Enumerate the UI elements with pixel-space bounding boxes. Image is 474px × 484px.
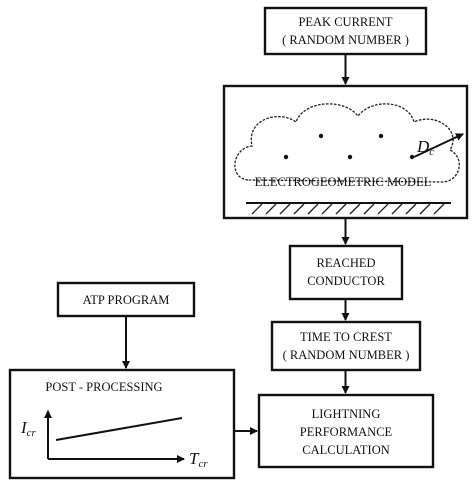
time-to-crest-label: TIME TO CREST: [300, 330, 392, 344]
ground-hatching: [251, 203, 445, 215]
x-axis-symbol: Tcr: [189, 449, 208, 470]
cloud-shape: [234, 103, 460, 183]
crest-current-trend-line: [55, 417, 183, 441]
atp-program-box: ATP PROGRAM: [56, 281, 196, 318]
peak-current-box: PEAK CURRENT ( RANDOM NUMBER ): [263, 6, 428, 56]
electrogeometric-model-label: ELECTROGEOMETRIC MODEL: [255, 175, 432, 189]
performance-label: PERFORMANCE: [300, 425, 393, 439]
charge-point: [409, 154, 415, 160]
lightning-performance-box: LIGHTNING PERFORMANCE CALCULATION: [257, 393, 435, 469]
calculation-label: CALCULATION: [302, 443, 390, 457]
electrogeometric-model-box: Dc ELECTROGEOMETRIC MODEL: [222, 84, 469, 220]
reached-label: REACHED: [316, 256, 375, 270]
y-axis-symbol: Icr: [20, 418, 37, 439]
conductor-label: CONDUCTOR: [307, 274, 385, 288]
striking-distance-symbol: Dc: [416, 137, 434, 158]
charge-point: [347, 154, 353, 160]
time-to-crest-random-number-label: ( RANDOM NUMBER ): [283, 348, 410, 362]
reached-conductor-box: REACHED CONDUCTOR: [288, 244, 404, 301]
post-processing-label: POST - PROCESSING: [45, 380, 162, 394]
charge-point: [318, 133, 324, 139]
time-to-crest-box: TIME TO CREST ( RANDOM NUMBER ): [270, 320, 422, 372]
lightning-label: LIGHTNING: [312, 407, 381, 421]
atp-program-label: ATP PROGRAM: [83, 293, 170, 307]
charge-point: [378, 133, 384, 139]
post-processing-box: POST - PROCESSING Icr Tcr: [8, 368, 236, 480]
peak-current-random-number-label: ( RANDOM NUMBER ): [282, 33, 409, 47]
striking-distance-arrow: [413, 133, 464, 158]
charge-point: [283, 154, 289, 160]
peak-current-label: PEAK CURRENT: [298, 15, 392, 29]
